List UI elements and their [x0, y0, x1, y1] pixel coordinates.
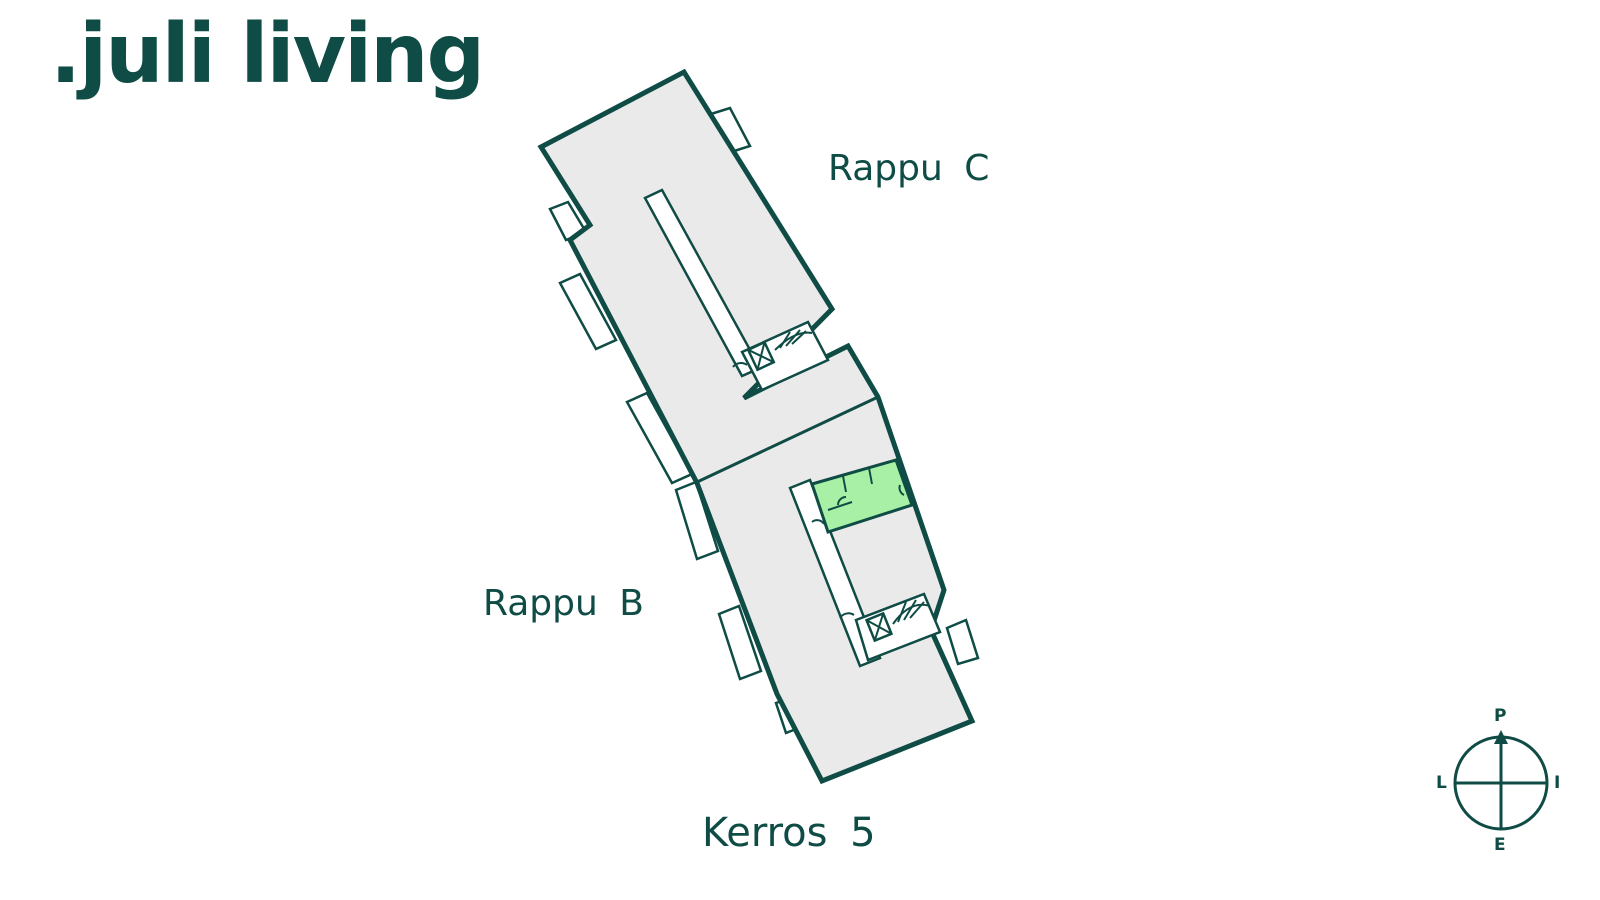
floor-label: Kerros 5 — [702, 810, 876, 856]
balcony — [717, 604, 763, 681]
staircase-b-label: Rappu B — [483, 583, 644, 624]
door-arc — [839, 612, 855, 619]
compass: P L I E — [1436, 706, 1566, 858]
apartment-unit[interactable] — [810, 458, 914, 534]
balconies — [548, 106, 980, 735]
door-arc — [732, 362, 748, 368]
compass-east: I — [1554, 773, 1561, 793]
corridor-c — [643, 188, 830, 392]
apartment-wall — [827, 501, 853, 511]
apartment-wall — [842, 475, 847, 493]
corridor-b — [788, 478, 942, 668]
door-arc — [898, 484, 905, 496]
staircase-c-label: Rappu C — [828, 148, 990, 189]
balcony — [674, 480, 720, 561]
stairwell-b — [854, 592, 942, 662]
compass-south: E — [1494, 835, 1506, 855]
north-arrow-icon — [1494, 730, 1508, 744]
brand-logo: .juli living — [50, 7, 485, 102]
compass-icon — [1453, 730, 1549, 831]
stairwell-c — [740, 320, 830, 392]
staircase-divider — [694, 395, 879, 485]
apartment-wall — [868, 467, 873, 485]
highlighted-apartment[interactable] — [810, 458, 914, 534]
balcony — [945, 618, 980, 666]
compass-north: P — [1494, 706, 1507, 726]
door-arc — [811, 519, 825, 525]
balcony — [558, 272, 618, 351]
door-arc — [837, 496, 847, 506]
compass-west: L — [1436, 773, 1447, 793]
